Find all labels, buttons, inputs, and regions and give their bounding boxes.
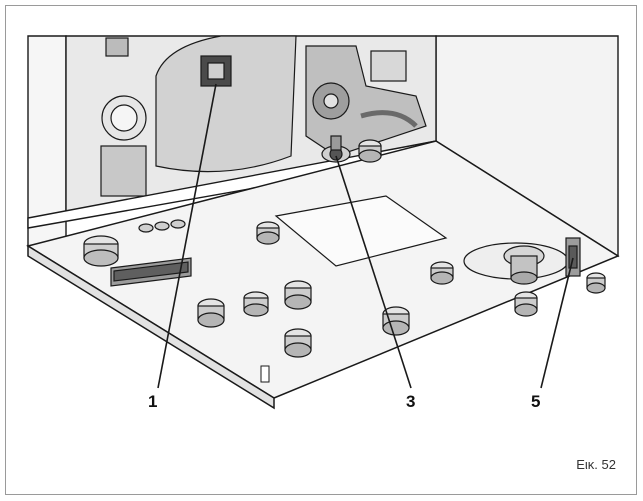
component-5-sensor: [565, 237, 581, 277]
fitting-g: [284, 328, 312, 358]
plate-front-lip: [27, 244, 275, 410]
control-box: [100, 145, 147, 197]
side-slot: [260, 365, 270, 383]
figure-frame: 1 3 5 Εικ. 52: [5, 5, 637, 495]
fitting-d: [197, 298, 225, 328]
valve-block: [370, 50, 407, 82]
fitting-f: [284, 280, 312, 310]
fitting-c: [358, 139, 382, 163]
callout-5: 5: [531, 392, 541, 411]
small-plugs: [138, 219, 186, 233]
figure-caption: Εικ. 52: [576, 457, 616, 472]
fitting-k: [586, 272, 606, 294]
round-port-inner: [110, 104, 138, 132]
boiler-underside-drawing: [26, 35, 620, 410]
sight-window-inner: [207, 62, 225, 80]
callout-3: 3: [406, 392, 416, 411]
fitting-e: [243, 291, 269, 317]
terminal-strip: [110, 257, 192, 287]
internal-components: [100, 35, 427, 197]
top-pipe-left: [105, 37, 129, 57]
exchanger-housing: [155, 35, 297, 173]
leader-1: [157, 83, 217, 389]
component-3-valve: [321, 135, 351, 163]
flex-hose: [360, 110, 418, 128]
fitting-a: [83, 235, 119, 267]
fitting-j: [514, 291, 538, 317]
fitting-i: [430, 261, 454, 285]
leader-3: [335, 155, 412, 389]
fitting-b: [256, 221, 280, 245]
fitting-h: [382, 306, 410, 336]
leader-lines: [157, 83, 574, 389]
leader-5: [540, 257, 574, 389]
fittings: [83, 135, 606, 358]
gas-connection: [463, 242, 569, 285]
pump-hub: [323, 93, 339, 109]
callout-1: 1: [148, 392, 158, 411]
pipe-cluster: [305, 45, 427, 157]
